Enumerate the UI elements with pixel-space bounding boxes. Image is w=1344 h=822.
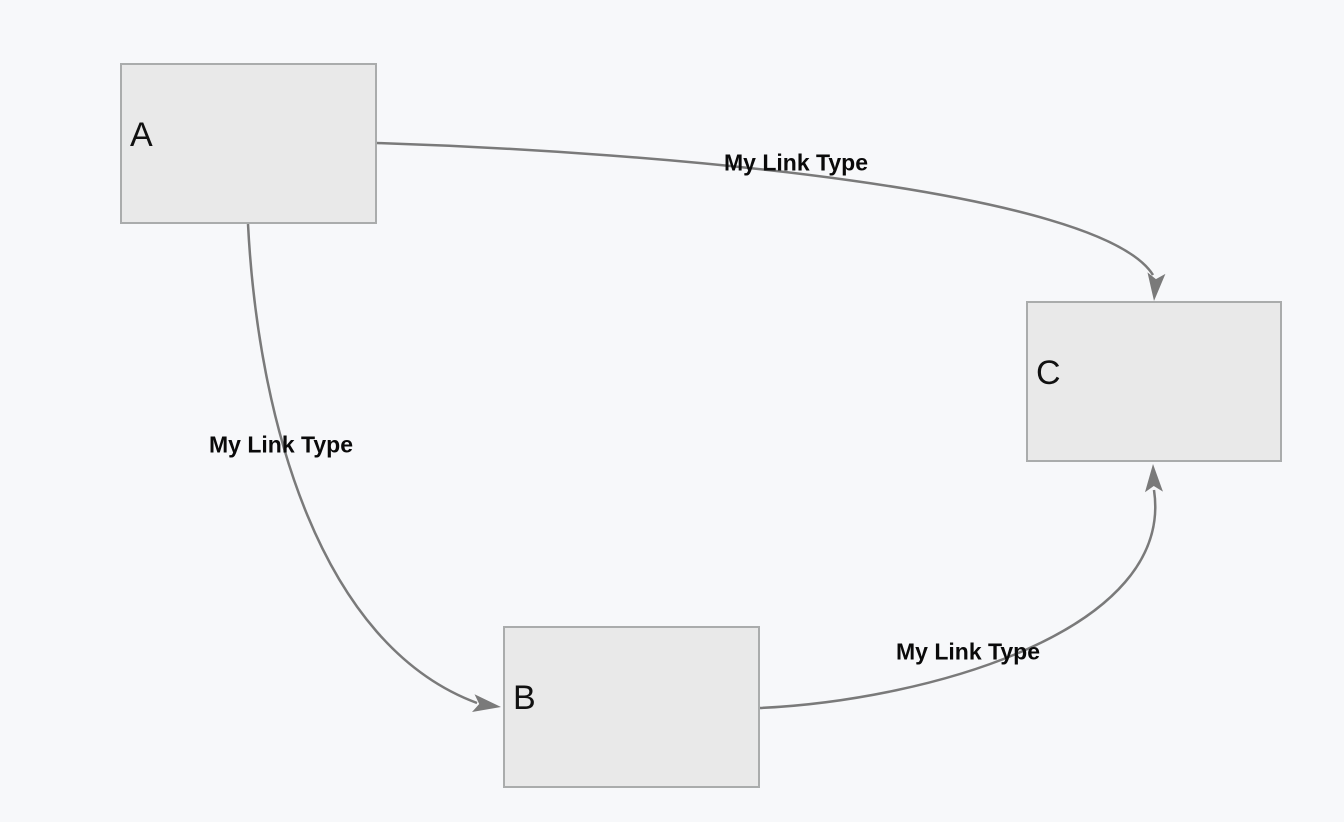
node-A-label: A	[130, 115, 153, 154]
arrowhead-A-to-B	[472, 694, 501, 713]
arrowhead-B-to-C	[1144, 464, 1163, 493]
node-A[interactable]: A	[120, 63, 377, 224]
link-A-to-B[interactable]	[246, 223, 478, 705]
link-label-A-to-B[interactable]: My Link Type	[209, 431, 353, 458]
link-B-to-C[interactable]	[759, 489, 1157, 710]
node-C-label: C	[1036, 353, 1061, 392]
link-label-B-to-C[interactable]: My Link Type	[896, 638, 1040, 665]
arrowhead-A-to-C	[1147, 272, 1166, 301]
link-label-A-to-C[interactable]: My Link Type	[724, 149, 868, 176]
node-C[interactable]: C	[1026, 301, 1282, 462]
node-B[interactable]: B	[503, 626, 760, 788]
link-A-to-C[interactable]	[376, 141, 1155, 276]
node-B-label: B	[513, 679, 536, 717]
